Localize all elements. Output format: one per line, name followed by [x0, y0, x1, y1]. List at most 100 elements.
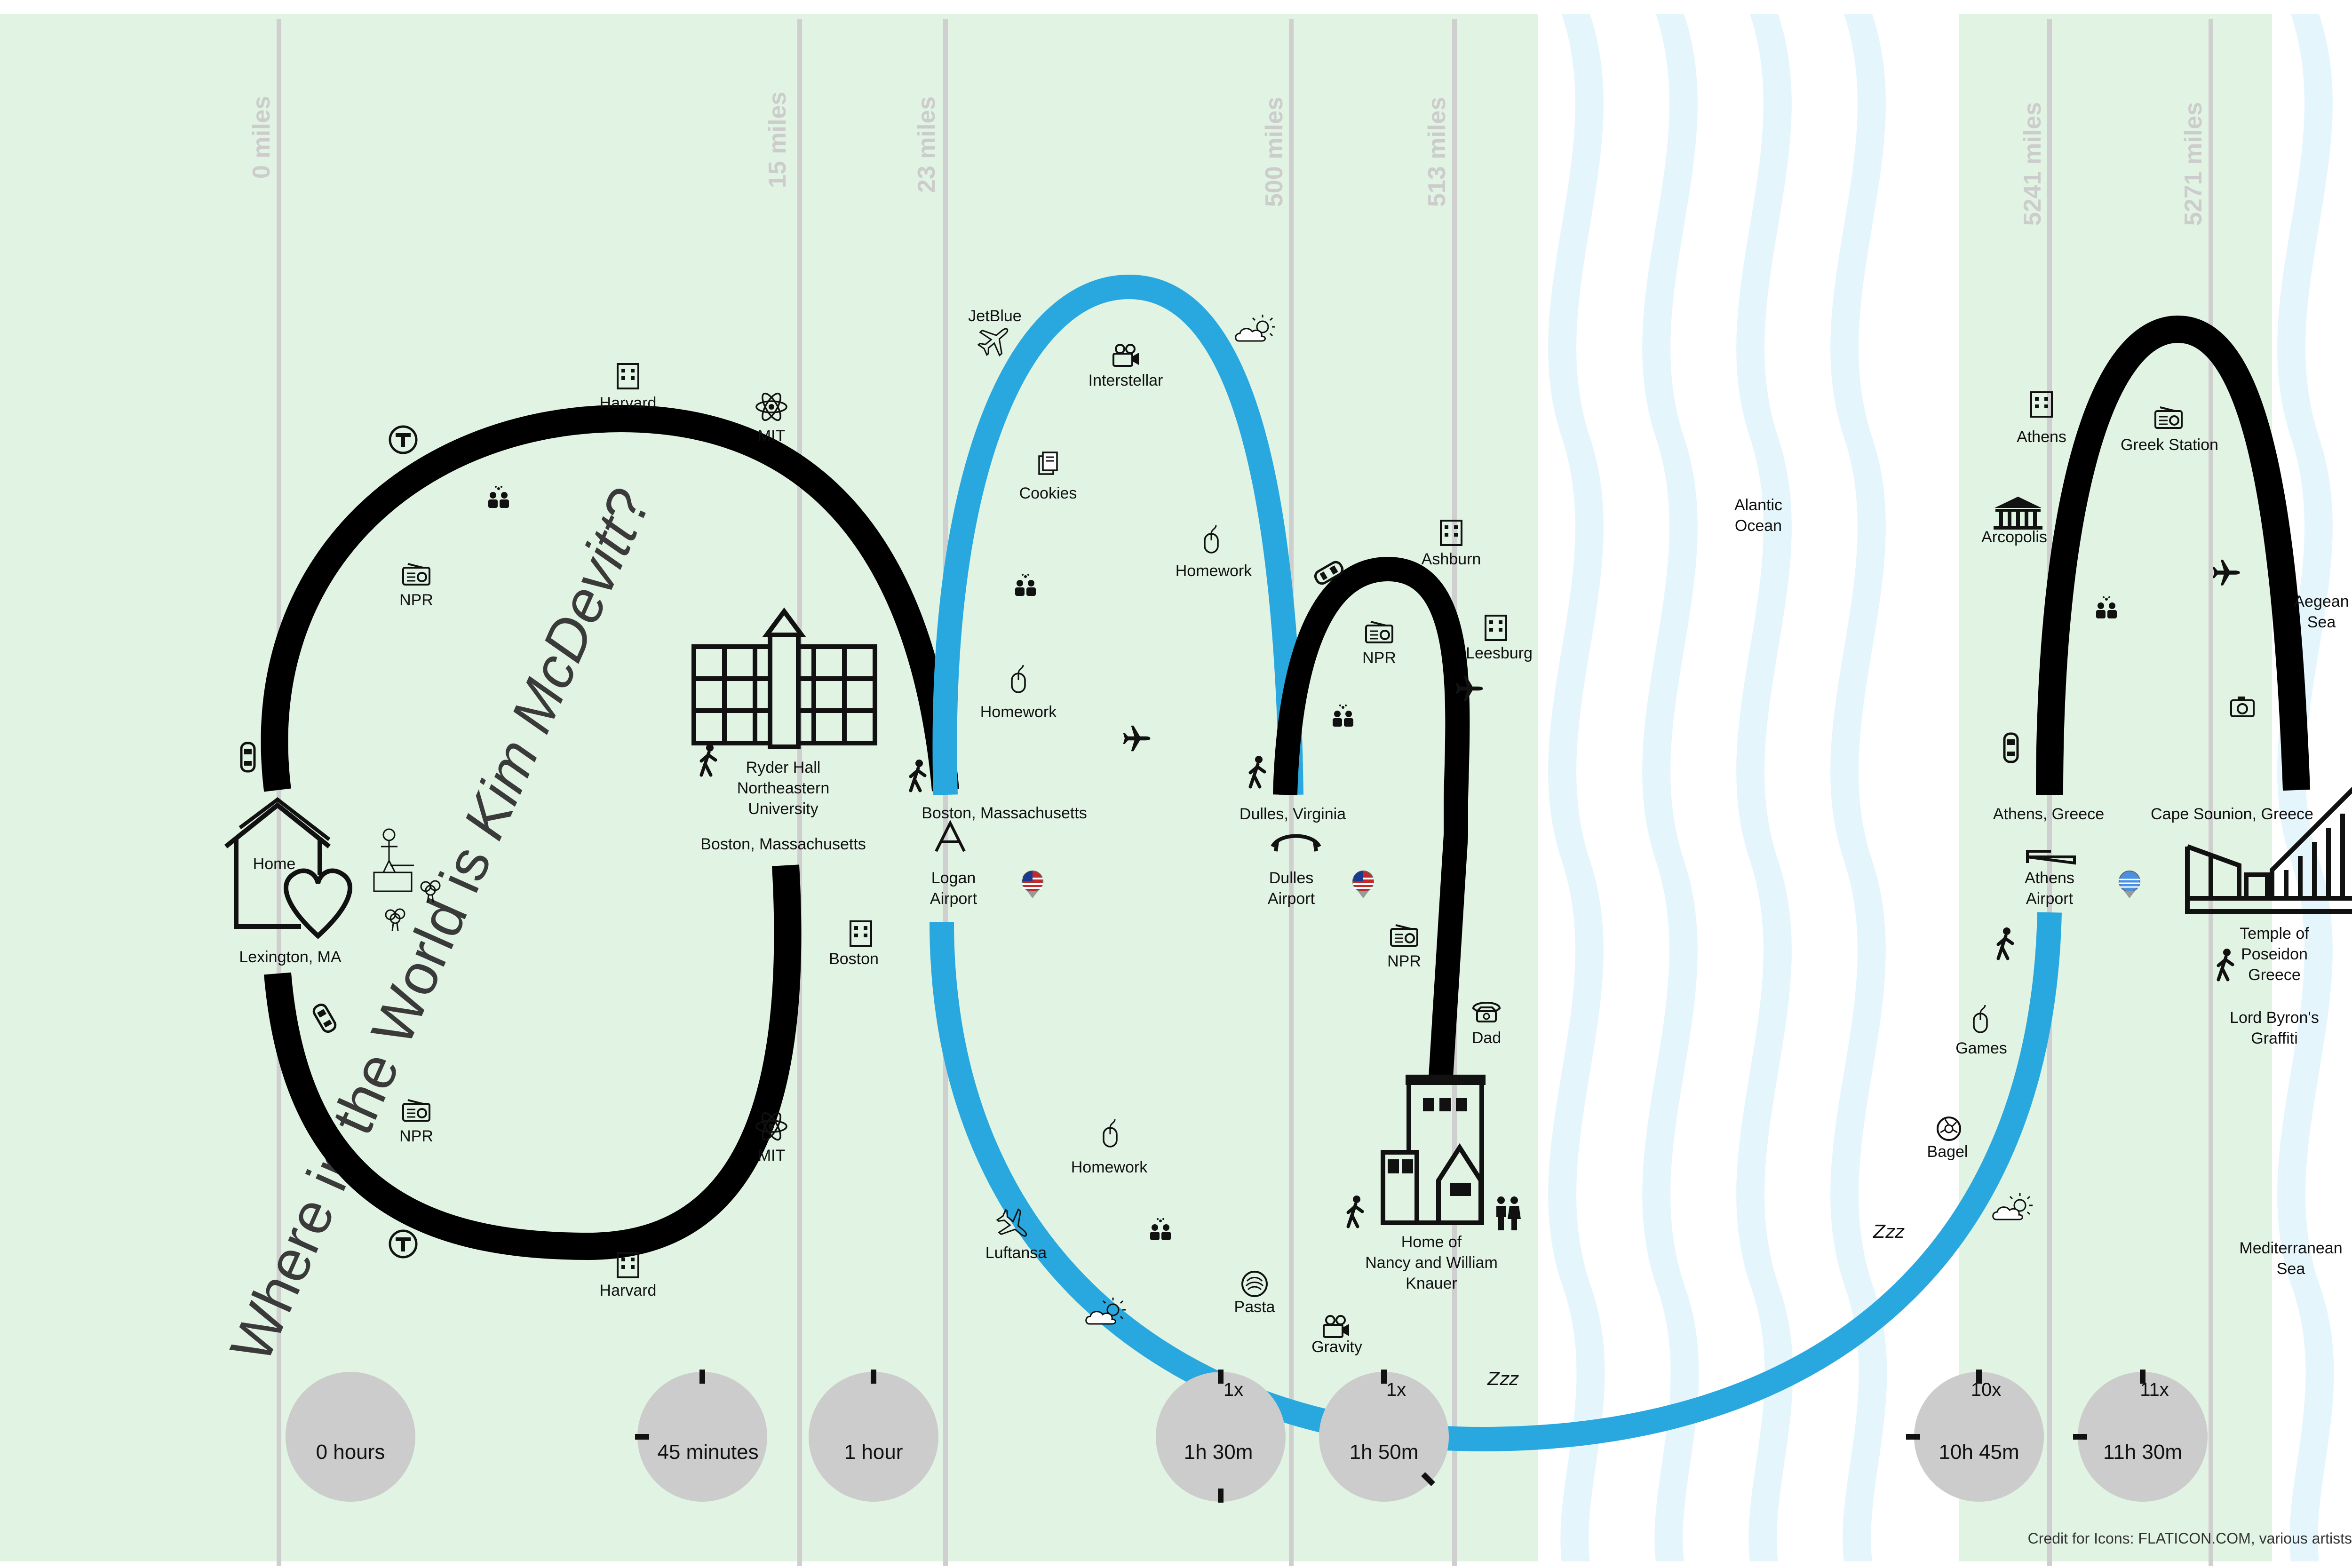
mile-label-0: 0 miles	[248, 96, 275, 179]
timer-label: 1h 50m	[1350, 1441, 1419, 1464]
timer-multiplier: 1x	[1386, 1379, 1406, 1400]
timer-tick	[699, 1370, 705, 1384]
mile-label-3: 500 miles	[1261, 97, 1288, 207]
ashburn-label: Ashburn	[1422, 550, 1481, 568]
poseidon-temple-illustration	[2185, 786, 2352, 914]
mile-label-5: 5241 miles	[2019, 102, 2046, 226]
wave-3	[1736, 14, 1793, 1561]
home-illustration	[224, 797, 352, 939]
wave-2	[1642, 14, 1699, 1561]
athens-greece-label: Athens, Greece	[1993, 805, 2104, 823]
cooking-person-icon	[373, 828, 414, 892]
games-label: Games	[1955, 1039, 2007, 1057]
timer-tick	[1381, 1370, 1387, 1384]
npr-label: NPR	[1387, 952, 1421, 970]
jetblue-label: JetBlue	[968, 307, 1021, 325]
homework-label: Homework	[1176, 562, 1252, 580]
place-labels: Harvard Harvard MIT MIT NPR NPR NPR NPR …	[399, 307, 2349, 1356]
timer-tick	[1976, 1370, 1982, 1384]
homework-label: Homework	[980, 703, 1057, 721]
timer-1: 45 minutes	[635, 1370, 767, 1502]
mile-label-6: 5271 miles	[2180, 102, 2207, 226]
airport-security-icon	[935, 820, 966, 852]
dulles-virginia-label: Dulles, Virginia	[1240, 805, 1346, 823]
timer-4: 1x 1h 50m	[1319, 1370, 1449, 1502]
knauer-home-illustration	[1381, 1075, 1486, 1225]
interstellar-label: Interstellar	[1089, 372, 1163, 389]
land-panel-greece	[1959, 14, 2272, 1561]
bagel-icon	[1937, 1117, 1961, 1141]
homework-label: Homework	[1071, 1158, 1148, 1176]
dulles-arch-icon	[1271, 834, 1321, 852]
mit-label: MIT	[758, 1147, 786, 1164]
athens-label: Athens	[2017, 428, 2066, 446]
path-flight-logan-athens	[930, 912, 2062, 1452]
timer-label: 1h 30m	[1184, 1441, 1253, 1464]
timer-5: 10x 10h 45m	[1906, 1370, 2044, 1502]
timer-label: 45 minutes	[657, 1441, 758, 1464]
travel-paths	[261, 274, 2310, 1452]
icon-credit: Credit for Icons: FLATICON.COM, various …	[2028, 1530, 2352, 1547]
greek-station-label: Greek Station	[2121, 436, 2218, 454]
timer-dial	[1914, 1372, 2044, 1502]
zzz-icon: Zzz	[1487, 1369, 1519, 1389]
path-drive-dulles-knauer	[1273, 556, 1470, 1078]
boston-label: Boston	[829, 950, 879, 968]
path-ryder-loop-back	[264, 864, 802, 1260]
bagel-label: Bagel	[1927, 1143, 1968, 1161]
timer-tick	[1218, 1370, 1224, 1384]
athens-airport-icon	[2026, 850, 2076, 865]
timer-dial	[1156, 1372, 1286, 1502]
leesburg-label: Leesburg	[1466, 644, 1533, 662]
mile-label-1: 15 miles	[764, 92, 791, 188]
path-athens-cape-sounion	[2036, 315, 2310, 795]
timer-tick	[1906, 1434, 1920, 1440]
mit-label: MIT	[758, 427, 786, 445]
path-flight-logan-dulles	[932, 274, 1303, 795]
heart-icon	[284, 868, 352, 939]
ryder-hall-illustration	[691, 607, 877, 749]
gravity-label: Gravity	[1311, 1338, 1362, 1356]
timers: 0 hours 45 minutes 1 hour 1x 1h 30m 1x 1…	[286, 1370, 2208, 1503]
icons: Zzz Zzz	[241, 314, 2255, 1389]
timer-6: 11x 11h 30m	[2073, 1370, 2208, 1502]
wave-4	[1830, 14, 1887, 1561]
timer-dial	[1319, 1372, 1449, 1502]
timer-tick	[1218, 1489, 1224, 1503]
timer-multiplier: 11x	[2140, 1379, 2169, 1400]
home-label: Home	[253, 855, 296, 873]
zzz-icon: Zzz	[1873, 1221, 1905, 1242]
timer-tick	[871, 1370, 876, 1384]
luftansa-label: Luftansa	[985, 1244, 1047, 1262]
dad-label: Dad	[1472, 1029, 1501, 1047]
pasta-label: Pasta	[1234, 1298, 1275, 1316]
lexington-label: Lexington, MA	[239, 948, 342, 966]
timer-multiplier: 1x	[1224, 1379, 1243, 1400]
timer-label: 11h 30m	[2103, 1441, 2182, 1464]
timer-dial	[637, 1372, 767, 1502]
timer-2: 1 hour	[809, 1370, 938, 1502]
boston-ma-label: Boston, Massachusetts	[700, 835, 866, 853]
mile-labels: 0 miles 15 miles 23 miles 500 miles 513 …	[248, 92, 2207, 226]
timer-label: 10h 45m	[1939, 1441, 2019, 1464]
timer-label: 1 hour	[844, 1441, 903, 1464]
npr-label: NPR	[399, 1127, 433, 1145]
timer-tick	[2140, 1370, 2145, 1384]
mile-label-4: 513 miles	[1423, 97, 1451, 207]
timer-tick	[2073, 1434, 2087, 1440]
boston-mass-label: Boston, Massachusetts	[922, 804, 1087, 822]
npr-label: NPR	[1362, 649, 1396, 667]
timer-dial	[286, 1372, 415, 1502]
path-home-to-ryder	[261, 404, 959, 792]
cookies-label: Cookies	[1019, 484, 1077, 502]
timer-multiplier: 10x	[1971, 1379, 2002, 1400]
